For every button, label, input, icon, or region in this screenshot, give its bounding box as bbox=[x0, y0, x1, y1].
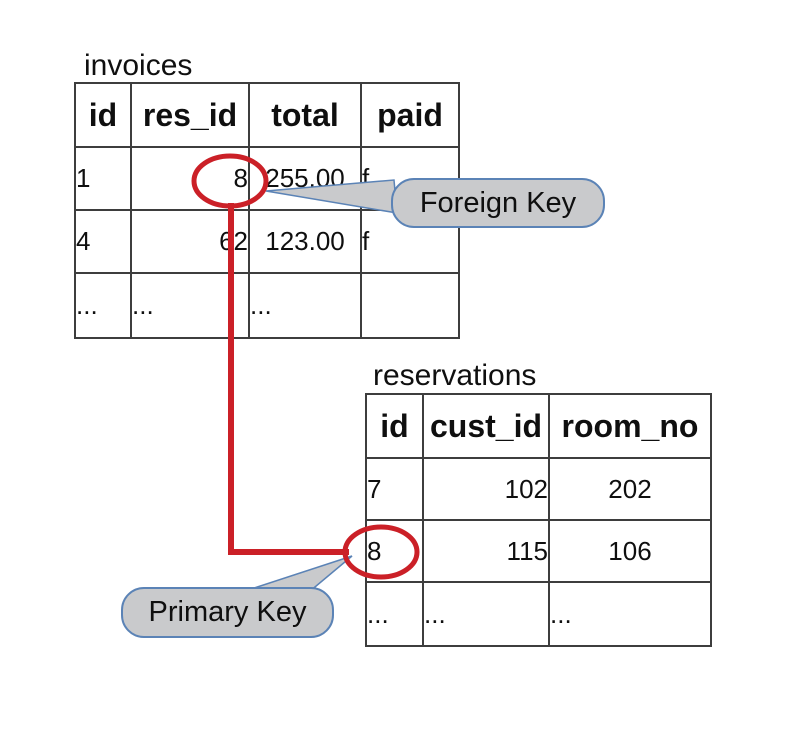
table-cell-foreign-key-value: 8 bbox=[130, 146, 250, 211]
reservations-table: id cust_id room_no 7 102 202 8 115 106 .… bbox=[365, 393, 712, 647]
table-cell: 4 bbox=[74, 209, 132, 274]
table-cell: 123.00 bbox=[248, 209, 362, 274]
table-cell: 115 bbox=[422, 519, 550, 583]
table-cell: ... bbox=[248, 272, 362, 339]
primary-key-callout-tail bbox=[241, 555, 353, 593]
reservations-header-row: id cust_id room_no bbox=[365, 393, 712, 459]
column-header-paid: paid bbox=[360, 82, 460, 148]
primary-key-callout-bubble bbox=[121, 587, 334, 638]
reservations-table-title: reservations bbox=[373, 359, 537, 392]
table-cell: 202 bbox=[548, 457, 712, 521]
table-cell: ... bbox=[365, 581, 424, 647]
column-header-room-no: room_no bbox=[548, 393, 712, 459]
column-header-res-id: res_id bbox=[130, 82, 250, 148]
table-cell: ... bbox=[130, 272, 250, 339]
table-cell: 255.00 bbox=[248, 146, 362, 211]
table-row: 1 8 255.00 f bbox=[74, 146, 460, 211]
table-cell: 7 bbox=[365, 457, 424, 521]
table-cell: ... bbox=[422, 581, 550, 647]
table-row: ... ... ... bbox=[365, 581, 712, 647]
table-cell: 106 bbox=[548, 519, 712, 583]
column-header-total: total bbox=[248, 82, 362, 148]
table-cell: ... bbox=[548, 581, 712, 647]
table-row: 4 62 123.00 f bbox=[74, 209, 460, 274]
table-cell: ... bbox=[74, 272, 132, 339]
table-cell: 102 bbox=[422, 457, 550, 521]
invoices-table-title: invoices bbox=[84, 49, 193, 82]
table-cell bbox=[360, 272, 460, 339]
primary-key-callout-label: Primary Key bbox=[148, 596, 307, 628]
column-header-id: id bbox=[365, 393, 424, 459]
table-cell: f bbox=[360, 209, 460, 274]
table-row: ... ... ... bbox=[74, 272, 460, 339]
table-cell: f bbox=[360, 146, 460, 211]
column-header-id: id bbox=[74, 82, 132, 148]
table-cell-primary-key-value: 8 bbox=[365, 519, 424, 583]
table-row: 8 115 106 bbox=[365, 519, 712, 583]
table-cell: 1 bbox=[74, 146, 132, 211]
table-cell: 62 bbox=[130, 209, 250, 274]
invoices-table: id res_id total paid 1 8 255.00 f 4 62 1… bbox=[74, 82, 460, 339]
invoices-header-row: id res_id total paid bbox=[74, 82, 460, 148]
column-header-cust-id: cust_id bbox=[422, 393, 550, 459]
table-row: 7 102 202 bbox=[365, 457, 712, 521]
